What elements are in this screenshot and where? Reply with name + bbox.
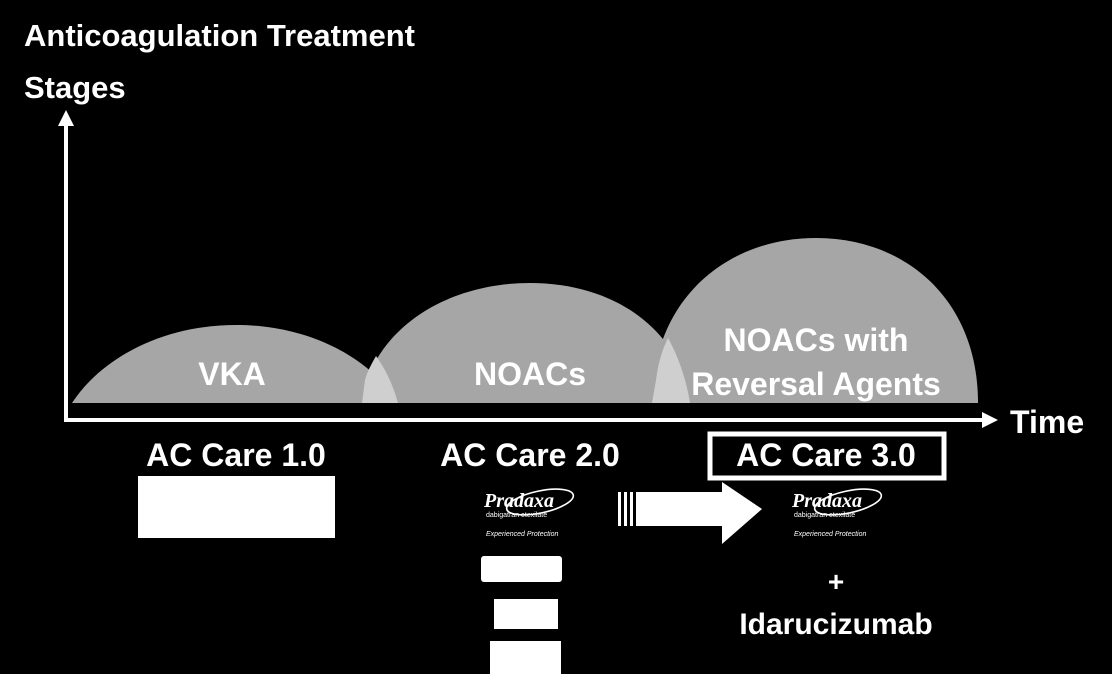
care-label-2: AC Care 2.0 [440,437,620,473]
pradaxa-tagline-text: Experienced Protection [486,531,558,538]
dome-vka [72,325,398,403]
stage-label-noacs-reversal-line2: Reversal Agents [691,366,941,402]
dome-noacs-reversal [652,238,978,403]
dome-noacs [362,283,690,403]
redacted-block-care-1 [138,476,335,538]
transition-arrow-icon [618,482,762,544]
pradaxa-generic-text: dabigatran etexilate [486,512,547,519]
pradaxa-brand-text: Pradaxa [791,490,862,512]
stage-label-noacs-reversal-line1: NOACs with [723,322,909,358]
redacted-block-care-2a [481,556,562,582]
redacted-block-care-2b [494,599,558,629]
y-axis-arrowhead [58,110,74,126]
idarucizumab-label: Idarucizumab [739,608,933,641]
pradaxa-logo-care-3: Pradaxa dabigatran etexilate Experienced… [788,486,888,538]
stage-label-vka: VKA [198,356,266,392]
y-axis-title-line2: Stages [24,70,126,105]
pradaxa-tagline-text: Experienced Protection [794,531,866,538]
x-axis-title: Time [1010,404,1085,440]
x-axis-arrowhead [982,412,998,428]
y-axis-title-line1: Anticoagulation Treatment [24,18,415,53]
redacted-block-care-2c [490,641,561,674]
pradaxa-logo-care-2: Pradaxa dabigatran etexilate Experienced… [480,486,580,538]
stage-label-noacs-reversal: NOACs with Reversal Agents [676,318,956,406]
overlap-noacs-reversal [652,338,690,403]
pradaxa-generic-text: dabigatran etexilate [794,512,855,519]
care-label-3: AC Care 3.0 [736,437,916,473]
pradaxa-brand-text: Pradaxa [483,490,554,512]
care-label-1: AC Care 1.0 [146,437,326,473]
plus-sign: + [827,566,845,597]
care-3-highlight-box [707,431,947,481]
overlap-vka-noacs [362,356,398,403]
stage-label-noacs: NOACs [473,356,586,392]
